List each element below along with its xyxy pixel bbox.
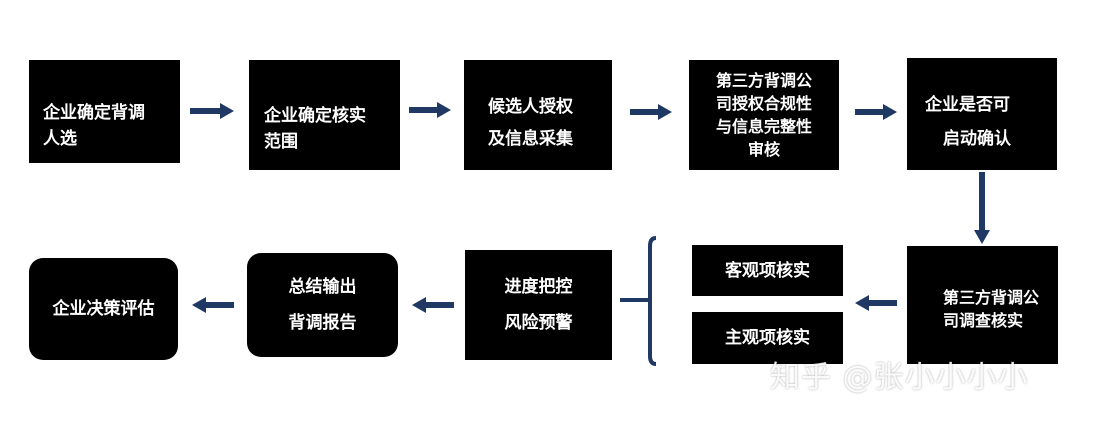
step-box-start-confirmation: 企业是否可 启动确认 [907,58,1057,170]
step-box-candidate-authorization: 候选人授权 及信息采集 [464,60,612,170]
step-text-line: 启动确认 [943,129,1011,149]
step-text-line: 风险预警 [504,313,573,333]
arrow-right-icon [409,102,451,118]
arrow-right-icon [855,104,897,120]
step-text-line: 进度把控 [504,277,573,297]
bracket-connector [620,236,657,366]
step-box-select-candidate: 企业确定背调 人选 [29,60,180,163]
step-box-third-party-investigation: 第三方背调公 司调查核实 [907,246,1058,364]
step-text-line: 范围 [264,132,298,152]
step-box-objective-verification: 客观项核实 [692,245,843,296]
step-text-line: 客观项核实 [725,260,810,281]
arrow-right-icon [190,103,234,119]
step-box-compliance-review: 第三方背调公 司授权合规性 与信息完整性 审核 [689,60,839,170]
step-text-line: 主观项核实 [725,328,810,348]
arrow-left-icon [855,295,897,311]
step-text-line: 审核 [747,140,780,159]
step-text-line: 与信息完整性 [715,117,812,136]
step-text-line: 企业确定背调 [43,103,145,123]
arrow-left-icon [192,297,234,313]
step-text-line: 企业确定核实 [264,106,366,126]
step-text-line: 总结输出 [288,277,357,297]
watermark: 知乎 @张小小小小 [770,360,1029,395]
step-text-line: 候选人授权 [488,97,573,117]
step-box-subjective-verification: 主观项核实 [692,312,843,364]
step-box-progress-risk-alert: 进度把控 风险预警 [465,250,612,360]
arrow-down-icon [974,172,990,244]
step-text-line: 企业决策评估 [52,299,155,319]
step-text-line: 司调查核实 [943,311,1024,330]
step-text-line: 及信息采集 [488,129,573,149]
step-text-line: 人选 [43,129,77,149]
step-text-line: 企业是否可 [925,95,1010,115]
arrow-left-icon [412,297,454,313]
step-text-line: 第三方背调公 [715,71,812,90]
arrow-right-icon [630,104,672,120]
step-text-line: 司授权合规性 [715,94,812,113]
step-box-decision-evaluation: 企业决策评估 [29,258,178,360]
step-text-line: 第三方背调公 [943,288,1040,307]
step-text-line: 背调报告 [288,313,357,333]
step-box-summary-report: 总结输出 背调报告 [247,253,398,357]
step-box-define-scope: 企业确定核实 范围 [249,60,400,170]
